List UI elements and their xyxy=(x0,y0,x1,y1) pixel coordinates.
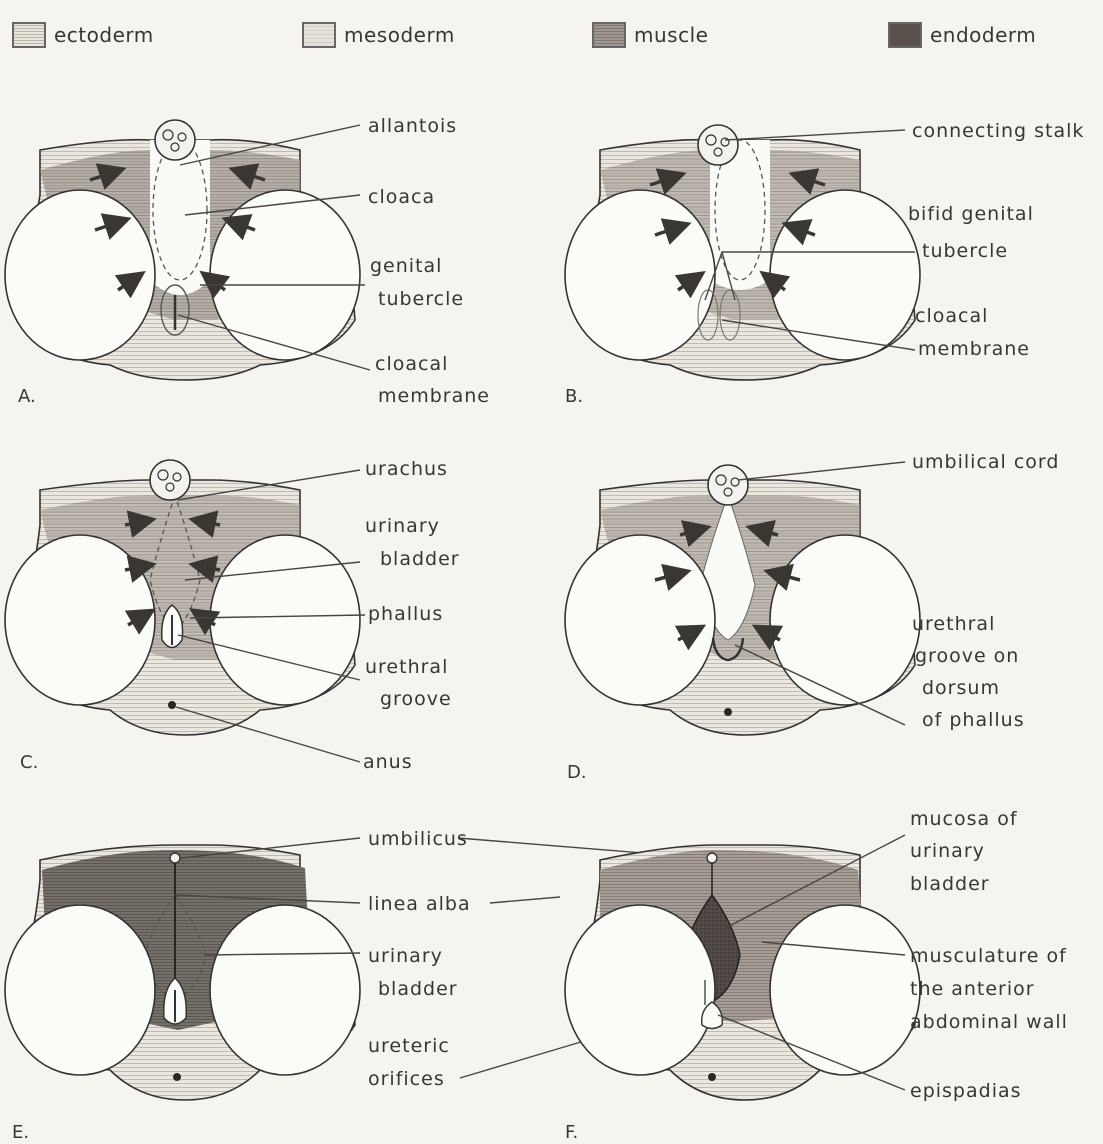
label-urachus: urachus xyxy=(365,458,448,480)
label-bifid-tubercle: tubercle xyxy=(922,240,1008,262)
panel-e-umbilicus xyxy=(170,853,180,863)
panel-d-left-leg xyxy=(565,535,715,705)
label-mucosa-of: mucosa of xyxy=(910,808,1018,830)
panel-a-left-leg xyxy=(5,190,155,360)
panel-c-left-leg xyxy=(5,535,155,705)
label-ureteric: ureteric xyxy=(368,1035,450,1057)
label-orifices: orifices xyxy=(368,1068,445,1090)
label-connecting-stalk: connecting stalk xyxy=(912,120,1084,142)
panel-letter-b: B. xyxy=(565,386,583,407)
panel-f: mucosa of urinary bladder musculature of… xyxy=(565,808,1068,1143)
label-cloacal-membrane-2: membrane xyxy=(378,385,490,407)
panel-d-right-leg xyxy=(770,535,920,705)
label-c-urinary: urinary xyxy=(365,515,440,537)
label-anus: anus xyxy=(363,751,413,773)
panel-letter-c: C. xyxy=(20,752,38,773)
label-d-dorsum: dorsum xyxy=(922,677,1000,699)
label-linea-alba: linea alba xyxy=(368,893,471,915)
panel-d: umbilical cord urethral groove on dorsum… xyxy=(565,451,1059,783)
label-phallus: phallus xyxy=(368,603,443,625)
label-d-urethral: urethral xyxy=(912,613,995,635)
panel-e-anus xyxy=(173,1073,181,1081)
panel-letter-a: A. xyxy=(18,386,36,407)
panel-e-left-leg xyxy=(5,905,155,1075)
panel-d-anus xyxy=(724,708,732,716)
panel-c-right-leg xyxy=(210,535,360,705)
panel-e-right-leg xyxy=(210,905,360,1075)
label-f-urinary: urinary xyxy=(910,840,985,862)
label-the-anterior: the anterior xyxy=(910,978,1035,1000)
panel-d-umbilical-cord xyxy=(708,465,748,505)
label-b-membrane: membrane xyxy=(918,338,1030,360)
label-bifid-genital: bifid genital xyxy=(908,203,1034,225)
panel-letter-e: E. xyxy=(12,1122,29,1143)
label-e-urinary: urinary xyxy=(368,945,443,967)
panel-a-cloaca-field xyxy=(150,140,210,295)
label-epispadias: epispadias xyxy=(910,1080,1022,1102)
label-allantois: allantois xyxy=(368,115,457,137)
label-urethral: urethral xyxy=(365,656,448,678)
panel-b-connecting-stalk xyxy=(698,125,738,165)
panel-c-umbilical-cord xyxy=(150,460,190,500)
panel-c-anus xyxy=(168,701,176,709)
label-cloaca: cloaca xyxy=(368,186,435,208)
label-groove: groove xyxy=(380,688,452,710)
label-d-of-phallus: of phallus xyxy=(922,709,1025,731)
label-musculature-of: musculature of xyxy=(910,945,1067,967)
label-umbilicus: umbilicus xyxy=(368,828,468,850)
panel-f-umbilicus xyxy=(707,853,717,863)
label-f-bladder: bladder xyxy=(910,873,990,895)
panel-b: connecting stalk bifid genital tubercle … xyxy=(565,120,1084,407)
label-umbilical-cord: umbilical cord xyxy=(912,451,1059,473)
label-e-bladder: bladder xyxy=(378,978,458,1000)
label-cloacal-membrane-1: cloacal xyxy=(375,353,448,375)
label-genital-tubercle-2: tubercle xyxy=(378,288,464,310)
label-d-groove-on: groove on xyxy=(915,645,1019,667)
panel-letter-f: F. xyxy=(565,1122,578,1143)
label-c-bladder: bladder xyxy=(380,548,460,570)
panel-f-left-leg xyxy=(565,905,715,1075)
label-b-cloacal: cloacal xyxy=(915,305,988,327)
panel-a: allantois cloaca genital tubercle cloaca… xyxy=(5,115,490,407)
label-abdominal-wall: abdominal wall xyxy=(910,1011,1068,1033)
panel-b-left-leg xyxy=(565,190,715,360)
panel-f-anus xyxy=(708,1073,716,1081)
panel-a-right-leg xyxy=(210,190,360,360)
panel-a-allantois-cord xyxy=(155,120,195,160)
panel-c: urachus urinary bladder phallus urethral… xyxy=(5,458,460,773)
panel-f-right-leg xyxy=(770,905,920,1075)
panel-b-right-leg xyxy=(770,190,920,360)
label-genital-tubercle-1: genital xyxy=(370,255,442,277)
panel-letter-d: D. xyxy=(567,762,587,783)
